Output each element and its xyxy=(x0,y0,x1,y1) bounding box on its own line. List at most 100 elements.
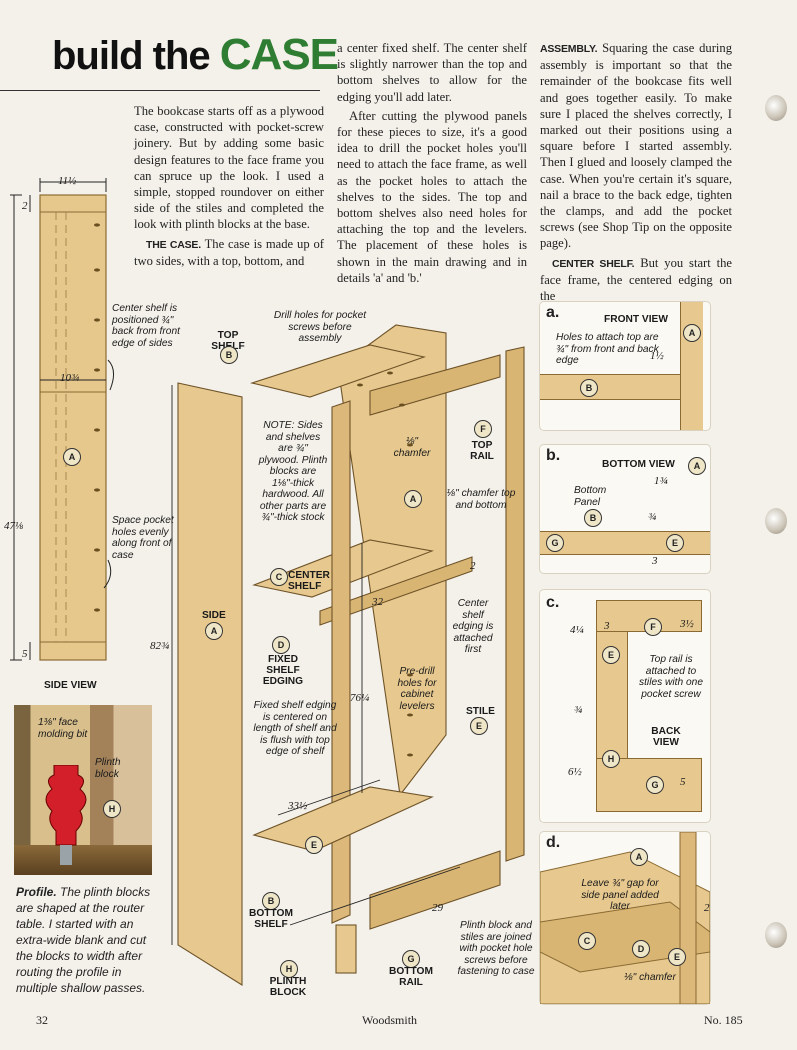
detail-c-dim-34: ¾ xyxy=(574,704,583,716)
side-label: SIDE xyxy=(202,610,226,621)
fixed-shelf-edging-label: FIXED SHELF EDGING xyxy=(262,654,304,687)
col1-runin-head: THE CASE. xyxy=(146,238,201,251)
issue-number: No. 185 xyxy=(704,1013,743,1027)
center-shelf-label: CENTER SHELF xyxy=(288,570,330,592)
bottom-rail-label: BOTTOM RAIL xyxy=(389,966,433,988)
col3-paragraph-2: But you start the face frame, the center… xyxy=(540,255,732,304)
title-part1: build the xyxy=(52,34,211,78)
profile-plinth-note: Plinth block xyxy=(95,757,121,780)
detail-b-callout-a: A xyxy=(688,457,706,475)
detail-a-panel: a. FRONT VIEW Holes to attach top are ¾"… xyxy=(540,302,710,430)
detail-b-title: BOTTOM VIEW xyxy=(602,459,675,470)
detail-a-callout-b: B xyxy=(580,379,598,397)
magazine-name: Woodsmith xyxy=(362,1013,418,1027)
binder-hole-1 xyxy=(765,95,787,121)
text-column-2: a center fixed shelf. The center shelf i… xyxy=(337,40,527,289)
detail-d-callout-d: D xyxy=(632,940,650,958)
drill-holes-note: Drill holes for pocket screws before ass… xyxy=(273,310,367,344)
detail-c-callout-h: H xyxy=(602,750,620,768)
callout-e: E xyxy=(470,717,488,735)
callout-e-shelf: E xyxy=(305,836,323,854)
detail-b-callout-g: G xyxy=(546,534,564,552)
detail-c-dim-612: 6½ xyxy=(568,766,582,778)
side-center-shelf-note: Center shelf is positioned ¾" back from … xyxy=(112,303,180,349)
main-exploded-drawing xyxy=(171,324,525,986)
page-title: build the CASE xyxy=(52,30,339,80)
detail-d-chamfer: ⅛" chamfer xyxy=(624,972,676,983)
side-dim-mid-width: 10¾ xyxy=(60,372,80,384)
side-view-label: SIDE VIEW xyxy=(44,680,97,691)
side-callout-a: A xyxy=(63,448,81,466)
center-edging-note: Center shelf edging is attached first xyxy=(452,598,494,655)
detail-c-callout-g: G xyxy=(646,776,664,794)
detail-d-note: Leave ¾" gap for side panel added later xyxy=(581,878,659,912)
top-rail-label: TOP RAIL xyxy=(470,440,494,462)
note-sides-and-shelves: NOTE: Sides and shelves are ¾" plywood. … xyxy=(258,420,328,523)
title-rule xyxy=(0,90,320,91)
dim-2-main: 2 xyxy=(470,560,476,572)
binder-hole-2 xyxy=(765,508,787,534)
callout-c: C xyxy=(270,568,288,586)
detail-a-side xyxy=(680,302,703,430)
detail-a-letter: a. xyxy=(546,304,560,321)
col3-paragraph-1: Squaring the case during assembly is imp… xyxy=(540,41,732,251)
col2-paragraph-1: a center fixed shelf. The center shelf i… xyxy=(337,41,527,104)
detail-d-callout-c: C xyxy=(578,932,596,950)
detail-c-dim-3: 3 xyxy=(604,620,610,632)
detail-c-dim-5: 5 xyxy=(680,776,686,788)
callout-b-top: B xyxy=(220,346,238,364)
side-space-pocket-note: Space pocket holes evenly along front of… xyxy=(112,515,174,561)
side-view-drawing xyxy=(10,178,114,661)
callout-f: F xyxy=(474,420,492,438)
detail-c-dim-312: 3½ xyxy=(680,618,694,630)
fixed-shelf-note: Fixed shelf edging is centered on length… xyxy=(253,700,337,757)
col1-paragraph-2: The case is made up of two sides, with a… xyxy=(134,236,324,268)
profile-photo xyxy=(14,705,152,875)
detail-c-letter: c. xyxy=(546,594,560,611)
callout-h: H xyxy=(280,960,298,978)
chamfer-top-bottom-label: ⅛" chamfer top and bottom xyxy=(446,488,516,511)
detail-a-title: FRONT VIEW xyxy=(604,314,668,325)
profile-caption-head: Profile. xyxy=(16,885,57,899)
text-column-1: The bookcase starts off as a plywood cas… xyxy=(134,103,324,272)
dim-82: 82¾ xyxy=(150,640,170,652)
profile-bit-note: 1⅜" face molding bit xyxy=(38,717,88,740)
binder-hole-3 xyxy=(765,922,787,948)
detail-d-callout-e: E xyxy=(668,948,686,966)
callout-b-bottom: B xyxy=(262,892,280,910)
side-dim-top-width: 11½ xyxy=(58,175,77,187)
col1-paragraph-1: The bookcase starts off as a plywood cas… xyxy=(134,104,324,232)
text-column-3: ASSEMBLY. Squaring the case during assem… xyxy=(540,40,732,307)
detail-b-dim-134: 1¾ xyxy=(654,475,668,487)
detail-c-callout-f: F xyxy=(644,618,662,636)
dim-29: 29 xyxy=(432,902,443,914)
detail-a-dim: 1½ xyxy=(650,350,664,362)
detail-b-panel: b. BOTTOM VIEW A Bottom Panel B 1¾ ¾ G E… xyxy=(540,445,710,573)
detail-b-rail xyxy=(540,531,710,555)
profile-callout-h: H xyxy=(103,800,121,818)
plinth-block-label: PLINTH BLOCK xyxy=(269,976,307,998)
detail-c-callout-e: E xyxy=(602,646,620,664)
dim-33: 33½ xyxy=(288,800,308,812)
callout-g: G xyxy=(402,950,420,968)
col3-runin-head-1: ASSEMBLY. xyxy=(540,43,598,55)
detail-a-shelf xyxy=(540,374,680,400)
page-number: 32 xyxy=(36,1013,48,1027)
col3-runin-head-2: CENTER SHELF. xyxy=(552,257,635,270)
side-dim-height: 47⅛ xyxy=(4,520,24,532)
profile-caption-text: The plinth blocks are shaped at the rout… xyxy=(16,885,151,995)
callout-d: D xyxy=(272,636,290,654)
detail-d-letter: d. xyxy=(546,834,561,851)
detail-c-dim-414: 4¼ xyxy=(570,624,584,636)
title-part2: CASE xyxy=(219,30,339,79)
dim-32: 32 xyxy=(372,596,383,608)
detail-b-note: Bottom Panel xyxy=(574,485,607,508)
detail-b-dim-34: ¾ xyxy=(648,511,657,523)
stile-label: STILE xyxy=(466,706,495,717)
chamfer-label: ⅛" chamfer xyxy=(393,436,431,459)
detail-b-callout-b: B xyxy=(584,509,602,527)
detail-d-callout-a: A xyxy=(630,848,648,866)
detail-b-dim-3: 3 xyxy=(652,555,658,567)
callout-a-main: A xyxy=(404,490,422,508)
callout-a-side: A xyxy=(205,622,223,640)
